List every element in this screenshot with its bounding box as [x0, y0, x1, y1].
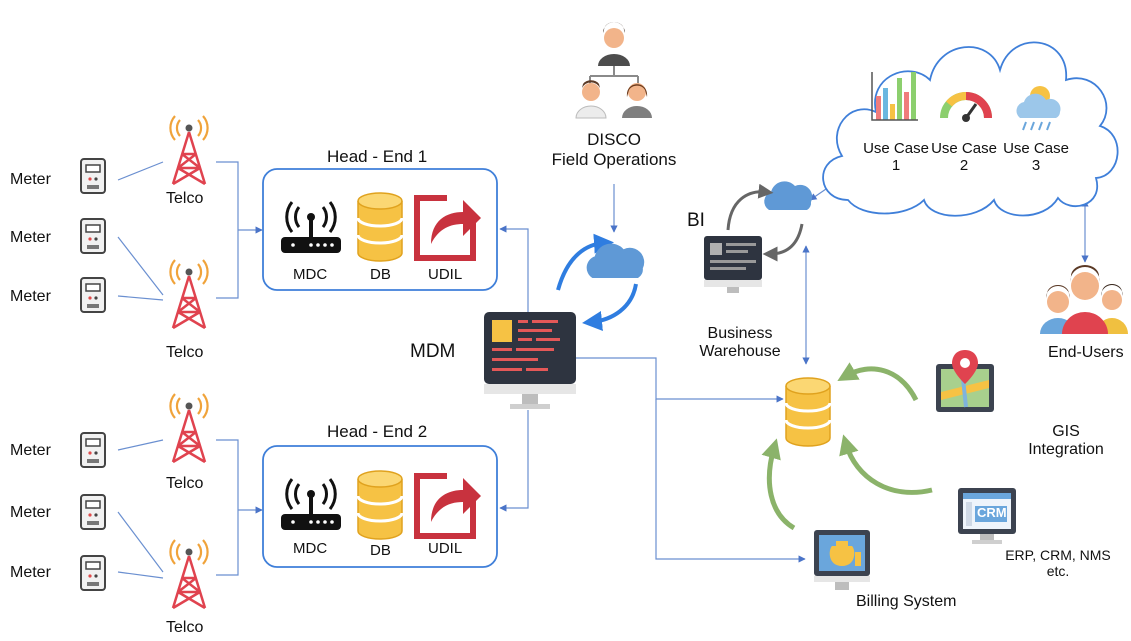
use-case-3-line2: 3: [1031, 157, 1041, 175]
meter-label-6: Meter: [10, 564, 51, 581]
meter-icon-4: [80, 432, 106, 468]
gis-label-line2: Integration: [1028, 441, 1104, 459]
disco-label: DISCO Field Operations: [544, 130, 684, 169]
meter-icon-6: [80, 555, 106, 591]
disco-label-line2: Field Operations: [551, 149, 677, 169]
green-arrows: [761, 362, 933, 531]
sync-arrow-upper: [556, 233, 614, 291]
business-warehouse-line2: Warehouse: [699, 343, 781, 361]
telco-label-3: Telco: [166, 475, 204, 492]
sync-arrow-lower: [582, 283, 638, 331]
use-case-1-line1: Use Case: [863, 140, 929, 157]
head-end-1-udil-label: UDIL: [428, 266, 463, 283]
meter-label-3: Meter: [10, 288, 51, 305]
head-end-2-title: Head - End 2: [327, 422, 428, 441]
end-users-label: End-Users: [1048, 344, 1124, 361]
head-end-2-udil-label: UDIL: [428, 540, 463, 557]
tower-icon-2: [169, 258, 209, 330]
head-end-1-title: Head - End 1: [327, 147, 428, 166]
meter-label-2: Meter: [10, 229, 51, 246]
use-case-label-1: Use Case 1: [858, 140, 934, 175]
meter-label-4: Meter: [10, 442, 51, 459]
bar-chart-icon: [871, 72, 918, 121]
bi-arrow-up: [726, 183, 774, 231]
bi-arrow-down: [762, 223, 804, 262]
tower-icon-4: [169, 538, 209, 610]
head-end-1-db-label: DB: [370, 266, 391, 283]
erp-label: ERP, CRM, NMS etc.: [1000, 547, 1116, 579]
business-warehouse-line1: Business: [707, 325, 773, 342]
use-case-label-2: Use Case 2: [926, 140, 1002, 175]
mdm-cloud-icon: [586, 243, 645, 278]
warehouse-db-icon: [784, 376, 832, 448]
erp-label-line2: etc.: [1046, 563, 1070, 580]
head-end-2-mdc-label: MDC: [293, 540, 328, 557]
head-end-1-mdc-label: MDC: [293, 266, 328, 283]
bi-monitor-icon: [704, 236, 762, 293]
disco-label-line1: DISCO: [587, 130, 641, 149]
use-case-label-3: Use Case 3: [998, 140, 1074, 175]
use-cases-cloud: [822, 41, 1119, 217]
use-case-1-line2: 1: [891, 157, 901, 175]
udil-icon-1: [417, 192, 481, 258]
gis-map-icon: [936, 350, 994, 412]
use-case-2-line2: 2: [959, 157, 969, 175]
head-end-2-db-label: DB: [370, 542, 391, 559]
db-icon-2: [356, 469, 404, 541]
meter-label-1: Meter: [10, 171, 51, 188]
people-hierarchy-icon: [575, 22, 652, 119]
tower-icon-3: [169, 392, 209, 464]
mdm-monitor-icon: [484, 312, 576, 409]
meter-icon-2: [80, 218, 106, 254]
meter-icon-3: [80, 277, 106, 313]
use-case-2-line1: Use Case: [931, 140, 997, 157]
tower-icon-1: [169, 114, 209, 186]
weather-icon: [1016, 86, 1061, 131]
billing-monitor-icon: [814, 530, 870, 590]
gauge-icon: [940, 91, 992, 122]
telco-label-4: Telco: [166, 619, 204, 636]
use-case-3-line1: Use Case: [1003, 140, 1069, 157]
crm-screen-text: CRM: [977, 505, 1007, 520]
billing-system-label: Billing System: [856, 593, 957, 610]
meter-icon-5: [80, 494, 106, 530]
business-warehouse-label: Business Warehouse: [690, 325, 790, 362]
end-users-icon: [1040, 265, 1128, 334]
bi-label: BI: [687, 210, 705, 231]
telco-label-2: Telco: [166, 344, 204, 361]
crm-monitor-icon: [958, 488, 1016, 544]
meter-label-5: Meter: [10, 504, 51, 521]
telco-label-1: Telco: [166, 190, 204, 207]
db-icon-1: [356, 191, 404, 263]
mdm-label: MDM: [410, 341, 456, 362]
gis-label: GIS Integration: [1020, 423, 1112, 460]
connectors: [117, 161, 1089, 579]
udil-icon-2: [417, 470, 481, 536]
gis-label-line1: GIS: [1052, 423, 1080, 440]
meter-icon-1: [80, 158, 106, 194]
bi-cloud-icon: [764, 181, 813, 210]
erp-label-line1: ERP, CRM, NMS: [1005, 547, 1111, 563]
